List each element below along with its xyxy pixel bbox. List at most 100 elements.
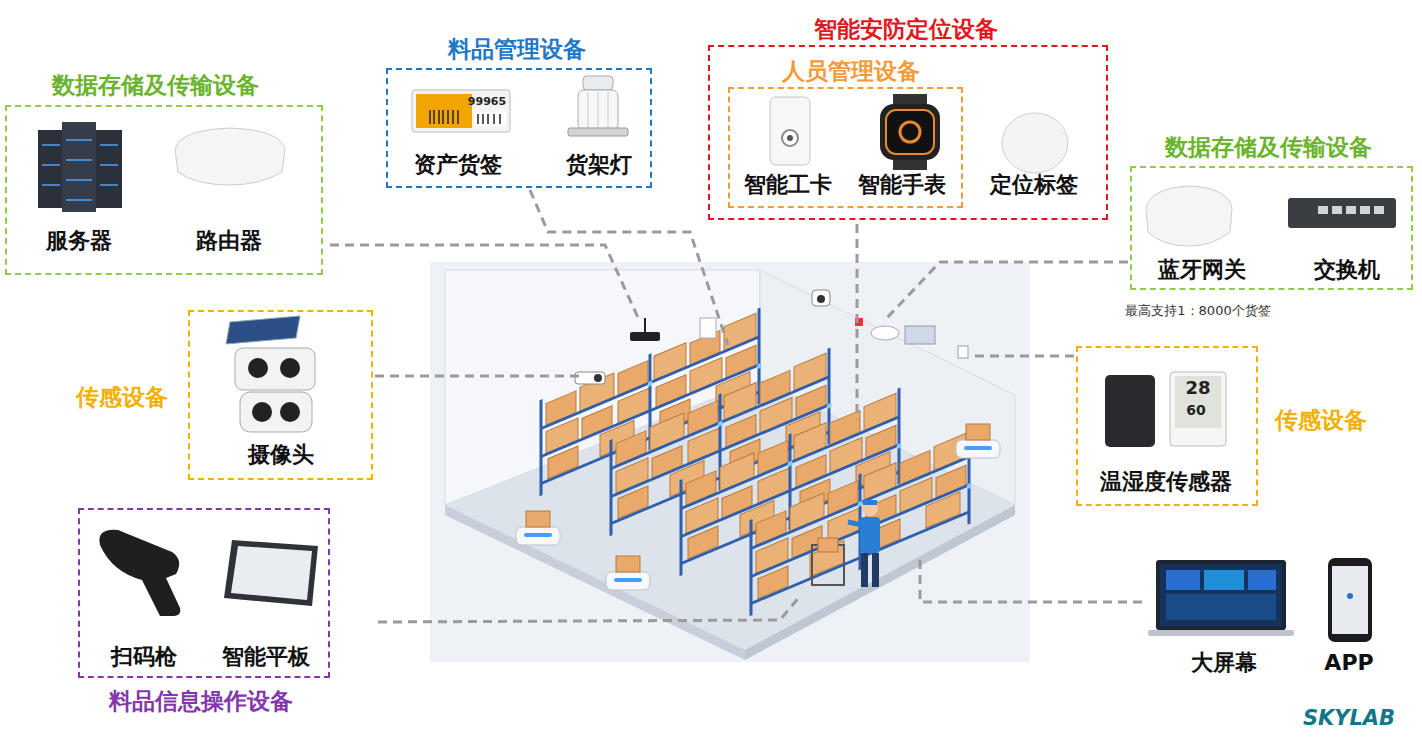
tablet-icon-part [231, 546, 312, 600]
server-icon-part-part [100, 184, 118, 186]
server-icon-part-part [66, 159, 92, 161]
group-heading: 人员管理设备 [782, 58, 920, 86]
group-heading: 料品管理设备 [448, 36, 586, 64]
server-icon-part-part [42, 164, 60, 166]
wall-devices-part [905, 326, 935, 344]
location-tag-icon [1002, 113, 1068, 173]
device-label: 智能手表 [858, 172, 946, 198]
asset-tag-icon-part-part [429, 110, 431, 124]
wall-devices-part [817, 295, 825, 303]
device-group: 数据存储及传输设备服务器路由器 [5, 105, 323, 275]
device-label: 货架灯 [566, 152, 632, 178]
wall-devices-part [958, 346, 968, 358]
router-icon-part [175, 128, 285, 185]
wall-devices-part [594, 374, 602, 382]
smart-watch-icon-part [886, 110, 934, 154]
wall-devices-part [575, 372, 605, 384]
monitor-icon-part [1148, 630, 1294, 636]
asset-tag-icon-part-part [487, 114, 489, 124]
wall-devices-part [812, 290, 830, 306]
camera-icon-part [280, 358, 300, 378]
asset-tag-icon-part-part [447, 110, 449, 124]
monitor-icon-part [1166, 570, 1200, 590]
switch-icon-part-part [1318, 206, 1328, 214]
device-label: 智能工卡 [744, 172, 832, 198]
leader-lines-part [885, 262, 1128, 320]
asset-tag-icon-part-part [493, 114, 495, 124]
tablet-icon [224, 540, 318, 606]
server-icon-part-part [66, 139, 92, 141]
monitor-icon-part [1166, 594, 1276, 620]
switch-icon-part-part [1346, 206, 1356, 214]
camera-icon [226, 316, 315, 432]
shelf-lamp-icon-part [598, 92, 599, 128]
worker-figure [812, 500, 880, 587]
server-icon-part-part [100, 164, 118, 166]
asset-tag-icon-part-part [433, 110, 435, 124]
group-heading: 智能安防定位设备 [814, 16, 998, 44]
device-label: 温湿度传感器 [1100, 469, 1232, 495]
warehouse-scene-part [606, 556, 650, 590]
device-label: 摄像头 [248, 442, 314, 468]
tag-number: 99965 [468, 95, 506, 108]
leader-lines [330, 190, 1148, 622]
worker-figure-part [863, 500, 877, 505]
device-label: 交换机 [1314, 257, 1380, 283]
asset-tag-icon-part [474, 112, 506, 126]
leader-lines-part [920, 560, 1148, 602]
camera-icon-part [252, 402, 272, 422]
scanner-icon-part [99, 530, 180, 616]
asset-tag-icon-part-part [477, 114, 479, 124]
server-icon-part-part [42, 144, 60, 146]
camera-icon-part [280, 402, 300, 422]
smart-watch-icon-part [880, 104, 940, 160]
warehouse-scene-part [516, 511, 560, 545]
leader-lines-part [375, 375, 580, 378]
asset-tag-icon-part-part [499, 114, 501, 124]
phone-icon-part [1347, 593, 1353, 599]
leader-lines-part [856, 224, 859, 420]
leader-lines-part [530, 190, 728, 345]
asset-tag-icon-part [416, 94, 472, 128]
shelf-lamp-icon [568, 76, 628, 136]
switch-icon [1288, 198, 1396, 228]
device-label: 扫码枪 [111, 644, 177, 670]
router-icon [175, 128, 285, 185]
group-heading: 数据存储及传输设备 [1165, 134, 1372, 162]
asset-tag-icon-part [430, 110, 500, 124]
group-heading: 数据存储及传输设备 [52, 72, 259, 100]
smart-watch-icon [880, 94, 940, 170]
capacity-note: 最高支持1：8000个货签 [1125, 303, 1270, 319]
smart-card-icon-part [782, 130, 798, 146]
device-label: 蓝牙网关 [1158, 257, 1246, 283]
switch-icon-part [1288, 198, 1396, 228]
group-heading: 传感设备 [76, 384, 168, 412]
smart-card-icon [770, 97, 810, 165]
camera-icon-part [235, 348, 315, 390]
worker-figure-part [848, 522, 862, 525]
device-label: 资产货签 [414, 152, 502, 178]
switch-icon-part-part [1374, 206, 1384, 214]
smart-watch-icon-part [900, 122, 920, 142]
server-icon-part-part [42, 184, 60, 186]
scanner-icon [99, 530, 180, 616]
server-icon-part [42, 140, 118, 200]
monitor-icon-part [1156, 560, 1286, 630]
asset-tag-icon-part-part [482, 114, 484, 124]
group-heading: 传感设备 [1275, 407, 1367, 435]
shelf-lamp-icon-part [588, 92, 589, 128]
location-tag-icon-part [1002, 113, 1068, 173]
asset-tag-icon [412, 90, 510, 132]
device-label: 路由器 [196, 228, 262, 254]
wall-devices-part [700, 318, 716, 338]
wall-devices-part [871, 326, 899, 340]
phone-icon-part [1328, 558, 1372, 642]
server-icon-part-part [66, 199, 92, 201]
phone-icon-part [1332, 566, 1368, 634]
tablet-icon-part [224, 540, 318, 606]
device-group: 数据存储及传输设备蓝牙网关交换机 [1130, 166, 1413, 290]
worker-figure-part [862, 500, 878, 516]
asset-tag-icon-part-part [452, 110, 454, 124]
